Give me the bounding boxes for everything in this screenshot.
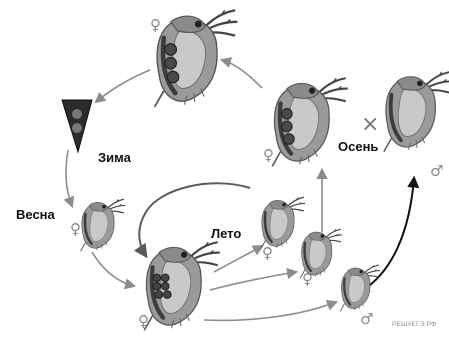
daphnia-female-top <box>155 10 238 107</box>
daphnia-female-summer-1 <box>260 197 305 249</box>
male-symbol-autumn: ♂ <box>430 164 443 179</box>
winter-ephippium <box>62 100 92 152</box>
arrow-top-to-winter <box>96 70 150 102</box>
female-symbol-summer-1: ♀ <box>262 246 273 261</box>
arrow-spring-to-parent <box>92 252 134 286</box>
daphnia-female-summer-parent <box>144 242 220 330</box>
daphnia-female-spring <box>80 199 125 251</box>
female-symbol-summer-2: ♀ <box>302 272 313 287</box>
female-symbol-autumn: ♀ <box>263 148 274 163</box>
season-label-summer: Лето <box>211 226 241 241</box>
daphnia-female-autumn <box>272 78 348 166</box>
arrow-autumn-to-top <box>222 60 262 88</box>
female-symbol-spring: ♀ <box>70 222 81 237</box>
arrow-summer-loop <box>139 183 250 256</box>
arrow-parent-to-male <box>204 302 336 320</box>
watermark: РЕШУЕГЭ.РФ <box>392 321 436 328</box>
arrow-winter-to-spring <box>66 150 72 206</box>
male-symbol-summer: ♂ <box>360 312 373 327</box>
female-symbol-parent: ♀ <box>138 314 149 329</box>
arrow-parent-to-s2 <box>210 272 296 290</box>
daphnia-male-summer <box>340 265 380 311</box>
season-label-autumn: Осень <box>338 139 378 154</box>
daphnia-male-autumn <box>384 72 449 152</box>
arrow-parent-to-s1 <box>214 246 262 272</box>
female-symbol-top: ♀ <box>150 18 161 33</box>
season-label-spring: Весна <box>16 207 55 222</box>
arrow-male-to-autumn <box>360 178 414 292</box>
season-label-winter: Зима <box>98 150 131 165</box>
cross-symbol: × <box>361 114 379 136</box>
